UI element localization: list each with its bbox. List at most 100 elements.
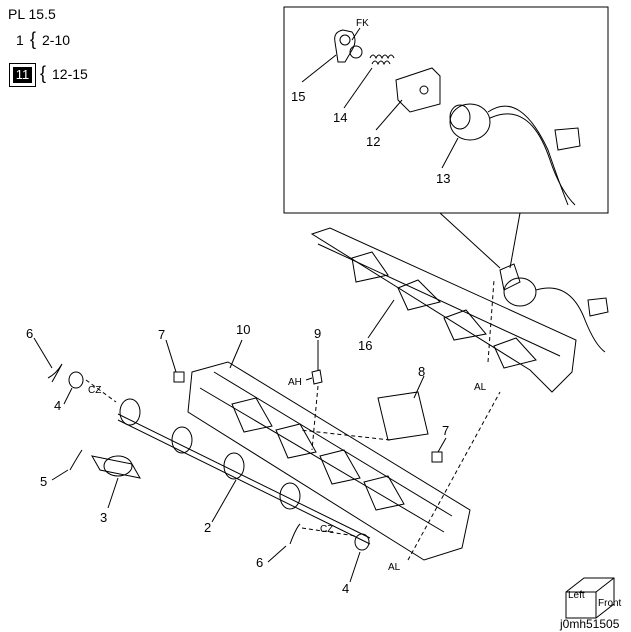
part-16-slot-3	[443, 309, 487, 341]
orientation-cube-diag	[595, 577, 615, 593]
part-4a-dash	[85, 379, 117, 403]
part-14-spring	[369, 54, 395, 60]
callout-15: 15	[291, 89, 305, 104]
marker-ah: AH	[288, 377, 302, 388]
part-2-shaft	[117, 413, 371, 539]
callout-7b: 7	[442, 423, 449, 438]
inset-leader-right	[509, 212, 521, 269]
item-11-range: 12-15	[52, 66, 88, 82]
part-12-hole	[419, 85, 429, 95]
part-3-body	[91, 455, 141, 479]
assembly-connector	[587, 297, 609, 317]
part-7-clip-a	[173, 371, 185, 383]
assembly-wire	[535, 287, 606, 353]
marker-al-1: AL	[474, 382, 487, 393]
part-9-clip	[311, 369, 323, 385]
part-10-slot-2	[275, 423, 317, 459]
part-4-bearing-b	[354, 533, 370, 551]
callout-4b: 4	[342, 581, 349, 596]
leader-15	[301, 54, 337, 83]
callout-6b: 6	[256, 555, 263, 570]
part-10-slot-4	[363, 475, 405, 511]
item-11-badge: 11	[9, 63, 36, 87]
part-15-bracket	[334, 29, 356, 63]
part-10-top-edge	[213, 371, 453, 517]
part-2-roller-3	[223, 452, 245, 480]
detail-inset-box	[283, 6, 609, 214]
part-8-dash	[299, 429, 391, 441]
inset-leader-left	[439, 212, 501, 269]
part-8-label	[377, 391, 429, 441]
part-16-edge	[317, 243, 561, 357]
part-13-face	[449, 104, 471, 130]
part-6b-dash	[301, 527, 357, 537]
part-13-wire-a	[489, 113, 576, 206]
part-14-spring-b	[371, 60, 391, 66]
al-ref-bottom	[407, 391, 501, 561]
callout-14: 14	[333, 110, 347, 125]
part-2-roller-4	[279, 482, 301, 510]
part-9-dash	[311, 385, 319, 451]
callout-12: 12	[366, 134, 380, 149]
leader-6b	[267, 545, 287, 563]
marker-cz-1: CZ	[88, 385, 101, 396]
assembly-solenoid	[503, 277, 537, 307]
brace-1: {	[30, 29, 37, 49]
leader-4a	[63, 387, 73, 405]
part-2-roller-1	[119, 398, 141, 426]
part-15-hole	[339, 34, 351, 46]
part-13-connector	[554, 127, 581, 151]
part-10-slot-3	[319, 449, 361, 485]
part-3-gear	[103, 455, 133, 477]
leader-2	[211, 479, 237, 523]
part-16-slot-2	[397, 279, 441, 311]
item-1-number: 1	[16, 32, 24, 48]
leader-16	[367, 299, 395, 339]
al-ref-top	[487, 279, 495, 363]
part-2-shaft-b	[117, 419, 371, 545]
item-11-number: 11	[12, 67, 33, 83]
callout-4a: 4	[54, 398, 61, 413]
leader-4b	[349, 551, 361, 583]
leader-14	[343, 67, 373, 109]
callout-6a: 6	[26, 326, 33, 341]
leader-8	[413, 375, 425, 399]
callout-13: 13	[436, 171, 450, 186]
leader-5	[51, 469, 69, 481]
leader-7b	[437, 437, 447, 453]
page-title: PL 15.5	[8, 6, 56, 22]
callout-5: 5	[40, 474, 47, 489]
assembly-bracket	[499, 263, 521, 291]
part-16-slot-4	[493, 337, 537, 369]
part-13-body	[449, 103, 491, 141]
callout-3: 3	[100, 510, 107, 525]
marker-cz-2: CZ	[320, 524, 333, 535]
part-15-boss	[349, 45, 363, 59]
part-16-channel	[310, 227, 577, 393]
leader-7a	[165, 339, 177, 373]
part-6-ring-a	[47, 363, 63, 383]
part-12-plate	[395, 67, 441, 113]
orientation-cube	[565, 577, 615, 619]
brace-11: {	[40, 63, 47, 83]
part-10-frame	[187, 361, 471, 561]
leader-3	[107, 477, 119, 509]
part-16-slot-1	[351, 251, 389, 283]
marker-al-2: AL	[388, 562, 401, 573]
part-6-ring-b	[289, 523, 301, 545]
callout-2: 2	[204, 520, 211, 535]
callout-16: 16	[358, 338, 372, 353]
marker-fk: FK	[356, 18, 369, 29]
figure-id: j0mh51505	[559, 617, 620, 631]
callout-8: 8	[418, 364, 425, 379]
callout-7a: 7	[158, 327, 165, 342]
part-7-clip-b	[431, 451, 443, 463]
leader-12	[375, 99, 403, 131]
callout-10: 10	[236, 322, 250, 337]
part-13-wire-b	[487, 105, 569, 206]
part-2-roller-2	[171, 426, 193, 454]
orientation-left: Left	[568, 590, 585, 601]
callout-9: 9	[314, 326, 321, 341]
orientation-front: Front	[598, 598, 622, 609]
